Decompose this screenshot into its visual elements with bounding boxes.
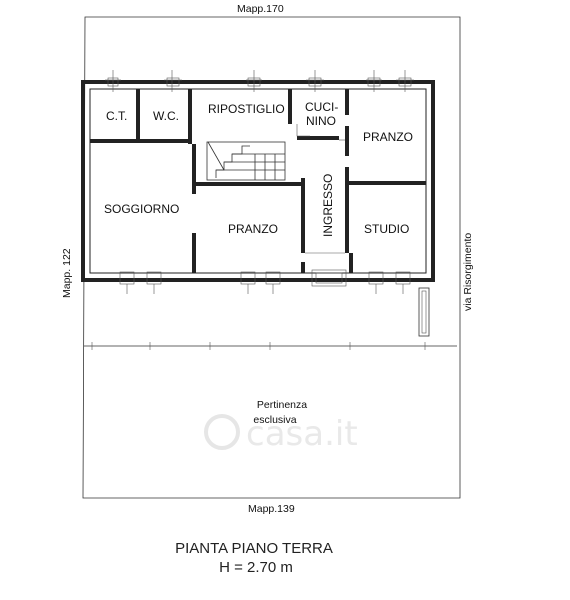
watermark-text: casa.it xyxy=(246,414,358,454)
room-pranzo-center-label: PRANZO xyxy=(228,222,278,236)
lot-boundary xyxy=(82,16,461,499)
watermark: casa.it xyxy=(204,414,358,454)
room-ct-label: C.T. xyxy=(106,109,127,123)
door-marks xyxy=(296,124,345,254)
room-soggiorno-label: SOGGIORNO xyxy=(104,202,179,216)
room-cucinino-label-2: NINO xyxy=(306,114,336,128)
interior-walls xyxy=(90,89,426,273)
garden-label-1: Pertinenza xyxy=(257,399,307,411)
neighbor-bottom-label: Mapp.139 xyxy=(248,503,295,515)
room-wc-label: W.C. xyxy=(153,109,179,123)
garden-label-2: esclusiva xyxy=(253,414,296,426)
side-ramp xyxy=(418,287,430,337)
staircase xyxy=(206,141,286,181)
bottom-windows xyxy=(119,269,411,294)
divider-ticks xyxy=(91,342,426,350)
neighbor-top-label: Mapp.170 xyxy=(237,3,284,15)
room-cucinino-label-1: CUCI- xyxy=(305,100,338,114)
plan-height: H = 2.70 m xyxy=(219,559,293,576)
plan-title: PIANTA PIANO TERRA xyxy=(175,540,333,557)
room-ingresso-label: INGRESSO xyxy=(321,174,335,237)
building-outline xyxy=(81,80,435,282)
top-windows xyxy=(105,70,414,92)
room-ripostiglio-label: RIPOSTIGLIO xyxy=(208,102,285,116)
neighbor-right-label: via Risorgimento xyxy=(462,233,474,311)
room-pranzo-right-label: PRANZO xyxy=(363,130,413,144)
room-studio-label: STUDIO xyxy=(364,222,409,236)
neighbor-left-label: Mapp. 122 xyxy=(61,248,73,298)
